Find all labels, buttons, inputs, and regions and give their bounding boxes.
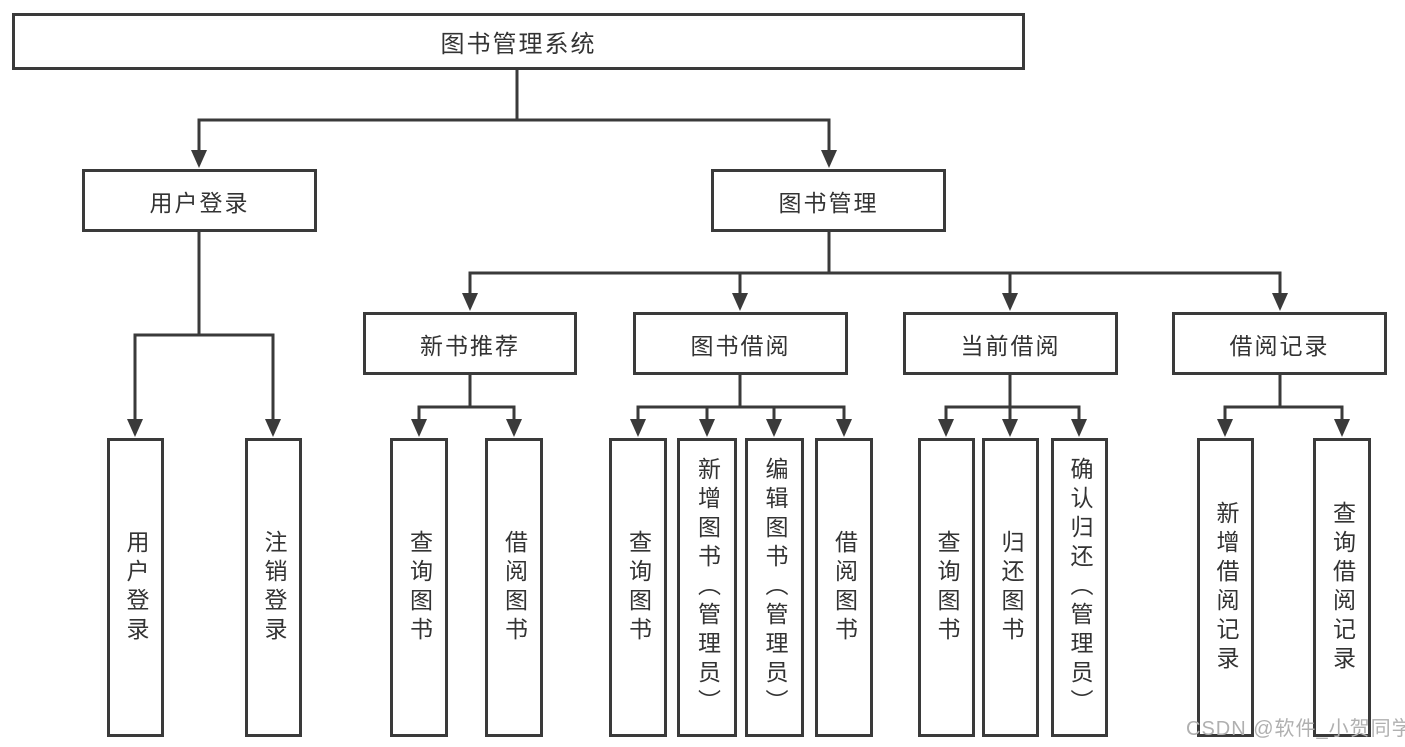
leaf-query-books-1: 查询图书 bbox=[390, 438, 448, 737]
csdn-watermark: CSDN @软件_小贺同学 bbox=[1186, 718, 1405, 740]
arrowhead-icon bbox=[191, 150, 207, 168]
arrowhead-icon bbox=[265, 419, 281, 437]
leaf-label: 注销登录 bbox=[261, 529, 287, 646]
leaf-edit-books-admin: 编辑图书（管理员） bbox=[745, 438, 804, 737]
arrowhead-icon bbox=[836, 419, 852, 437]
arrowhead-icon bbox=[821, 150, 837, 168]
connector-book-mgmt-to-level3 bbox=[462, 231, 1288, 311]
arrowhead-icon bbox=[1272, 293, 1288, 311]
leaf-borrow-books-1: 借阅图书 bbox=[485, 438, 543, 737]
leaf-label: 新增图书（管理员） bbox=[694, 457, 721, 718]
connector-book-borrow-to-leaves bbox=[630, 374, 852, 437]
arrowhead-icon bbox=[732, 293, 748, 311]
connector-new-books-to-leaves bbox=[411, 374, 522, 437]
arrowhead-icon bbox=[1217, 419, 1233, 437]
leaf-confirm-return-admin: 确认归还（管理员） bbox=[1051, 438, 1108, 737]
leaf-borrow-books-2: 借阅图书 bbox=[815, 438, 873, 737]
leaf-label: 编辑图书（管理员） bbox=[762, 457, 788, 718]
arrowhead-icon bbox=[1002, 293, 1018, 311]
node-label: 图书管理系统 bbox=[440, 31, 597, 58]
arrowhead-icon bbox=[462, 293, 478, 311]
leaf-label: 借阅图书 bbox=[831, 529, 858, 646]
node-label: 新书推荐 bbox=[420, 332, 520, 359]
arrowhead-icon bbox=[766, 419, 782, 437]
arrowhead-icon bbox=[1334, 419, 1350, 437]
node-current-borrow: 当前借阅 bbox=[903, 312, 1118, 375]
leaf-query-books-2: 查询图书 bbox=[609, 438, 667, 737]
connector-current-borrow-to-leaves bbox=[938, 374, 1087, 437]
node-label: 图书借阅 bbox=[690, 332, 791, 359]
leaf-add-books-admin: 新增图书（管理员） bbox=[677, 438, 737, 737]
connector-borrow-records-to-leaves bbox=[1217, 374, 1350, 437]
node-user-login: 用户登录 bbox=[82, 169, 317, 232]
leaf-label: 用户登录 bbox=[123, 529, 149, 646]
connector-user-login-to-leaves bbox=[127, 231, 281, 437]
node-new-book-recommend: 新书推荐 bbox=[363, 312, 577, 375]
node-label: 用户登录 bbox=[149, 189, 250, 216]
node-label: 图书管理 bbox=[778, 189, 879, 216]
node-borrow-records: 借阅记录 bbox=[1172, 312, 1387, 375]
leaf-label: 确认归还（管理员） bbox=[1067, 457, 1093, 718]
connector-root-to-level2 bbox=[191, 69, 837, 168]
leaf-label: 查询图书 bbox=[625, 529, 652, 646]
leaf-label: 查询图书 bbox=[934, 529, 960, 646]
leaf-return-books: 归还图书 bbox=[982, 438, 1039, 737]
arrowhead-icon bbox=[1002, 419, 1018, 437]
arrowhead-icon bbox=[699, 419, 715, 437]
node-system-root: 图书管理系统 bbox=[12, 13, 1025, 70]
node-label: 当前借阅 bbox=[960, 332, 1061, 359]
arrowhead-icon bbox=[127, 419, 143, 437]
arrowhead-icon bbox=[938, 419, 954, 437]
arrowhead-icon bbox=[411, 419, 427, 437]
leaf-logout: 注销登录 bbox=[245, 438, 302, 737]
arrowhead-icon bbox=[630, 419, 646, 437]
leaf-add-borrow-record: 新增借阅记录 bbox=[1197, 438, 1254, 737]
leaf-label: 借阅图书 bbox=[501, 529, 528, 646]
leaf-query-books-3: 查询图书 bbox=[918, 438, 975, 737]
leaf-label: 查询图书 bbox=[406, 529, 433, 646]
node-label: 借阅记录 bbox=[1229, 332, 1330, 359]
leaf-query-borrow-record: 查询借阅记录 bbox=[1313, 438, 1371, 737]
leaf-label: 新增借阅记录 bbox=[1213, 500, 1239, 675]
node-book-management: 图书管理 bbox=[711, 169, 946, 232]
arrowhead-icon bbox=[1071, 419, 1087, 437]
leaf-label: 归还图书 bbox=[998, 529, 1024, 646]
arrowhead-icon bbox=[506, 419, 522, 437]
leaf-label: 查询借阅记录 bbox=[1329, 500, 1356, 675]
node-book-borrow: 图书借阅 bbox=[633, 312, 848, 375]
leaf-user-login: 用户登录 bbox=[107, 438, 164, 737]
